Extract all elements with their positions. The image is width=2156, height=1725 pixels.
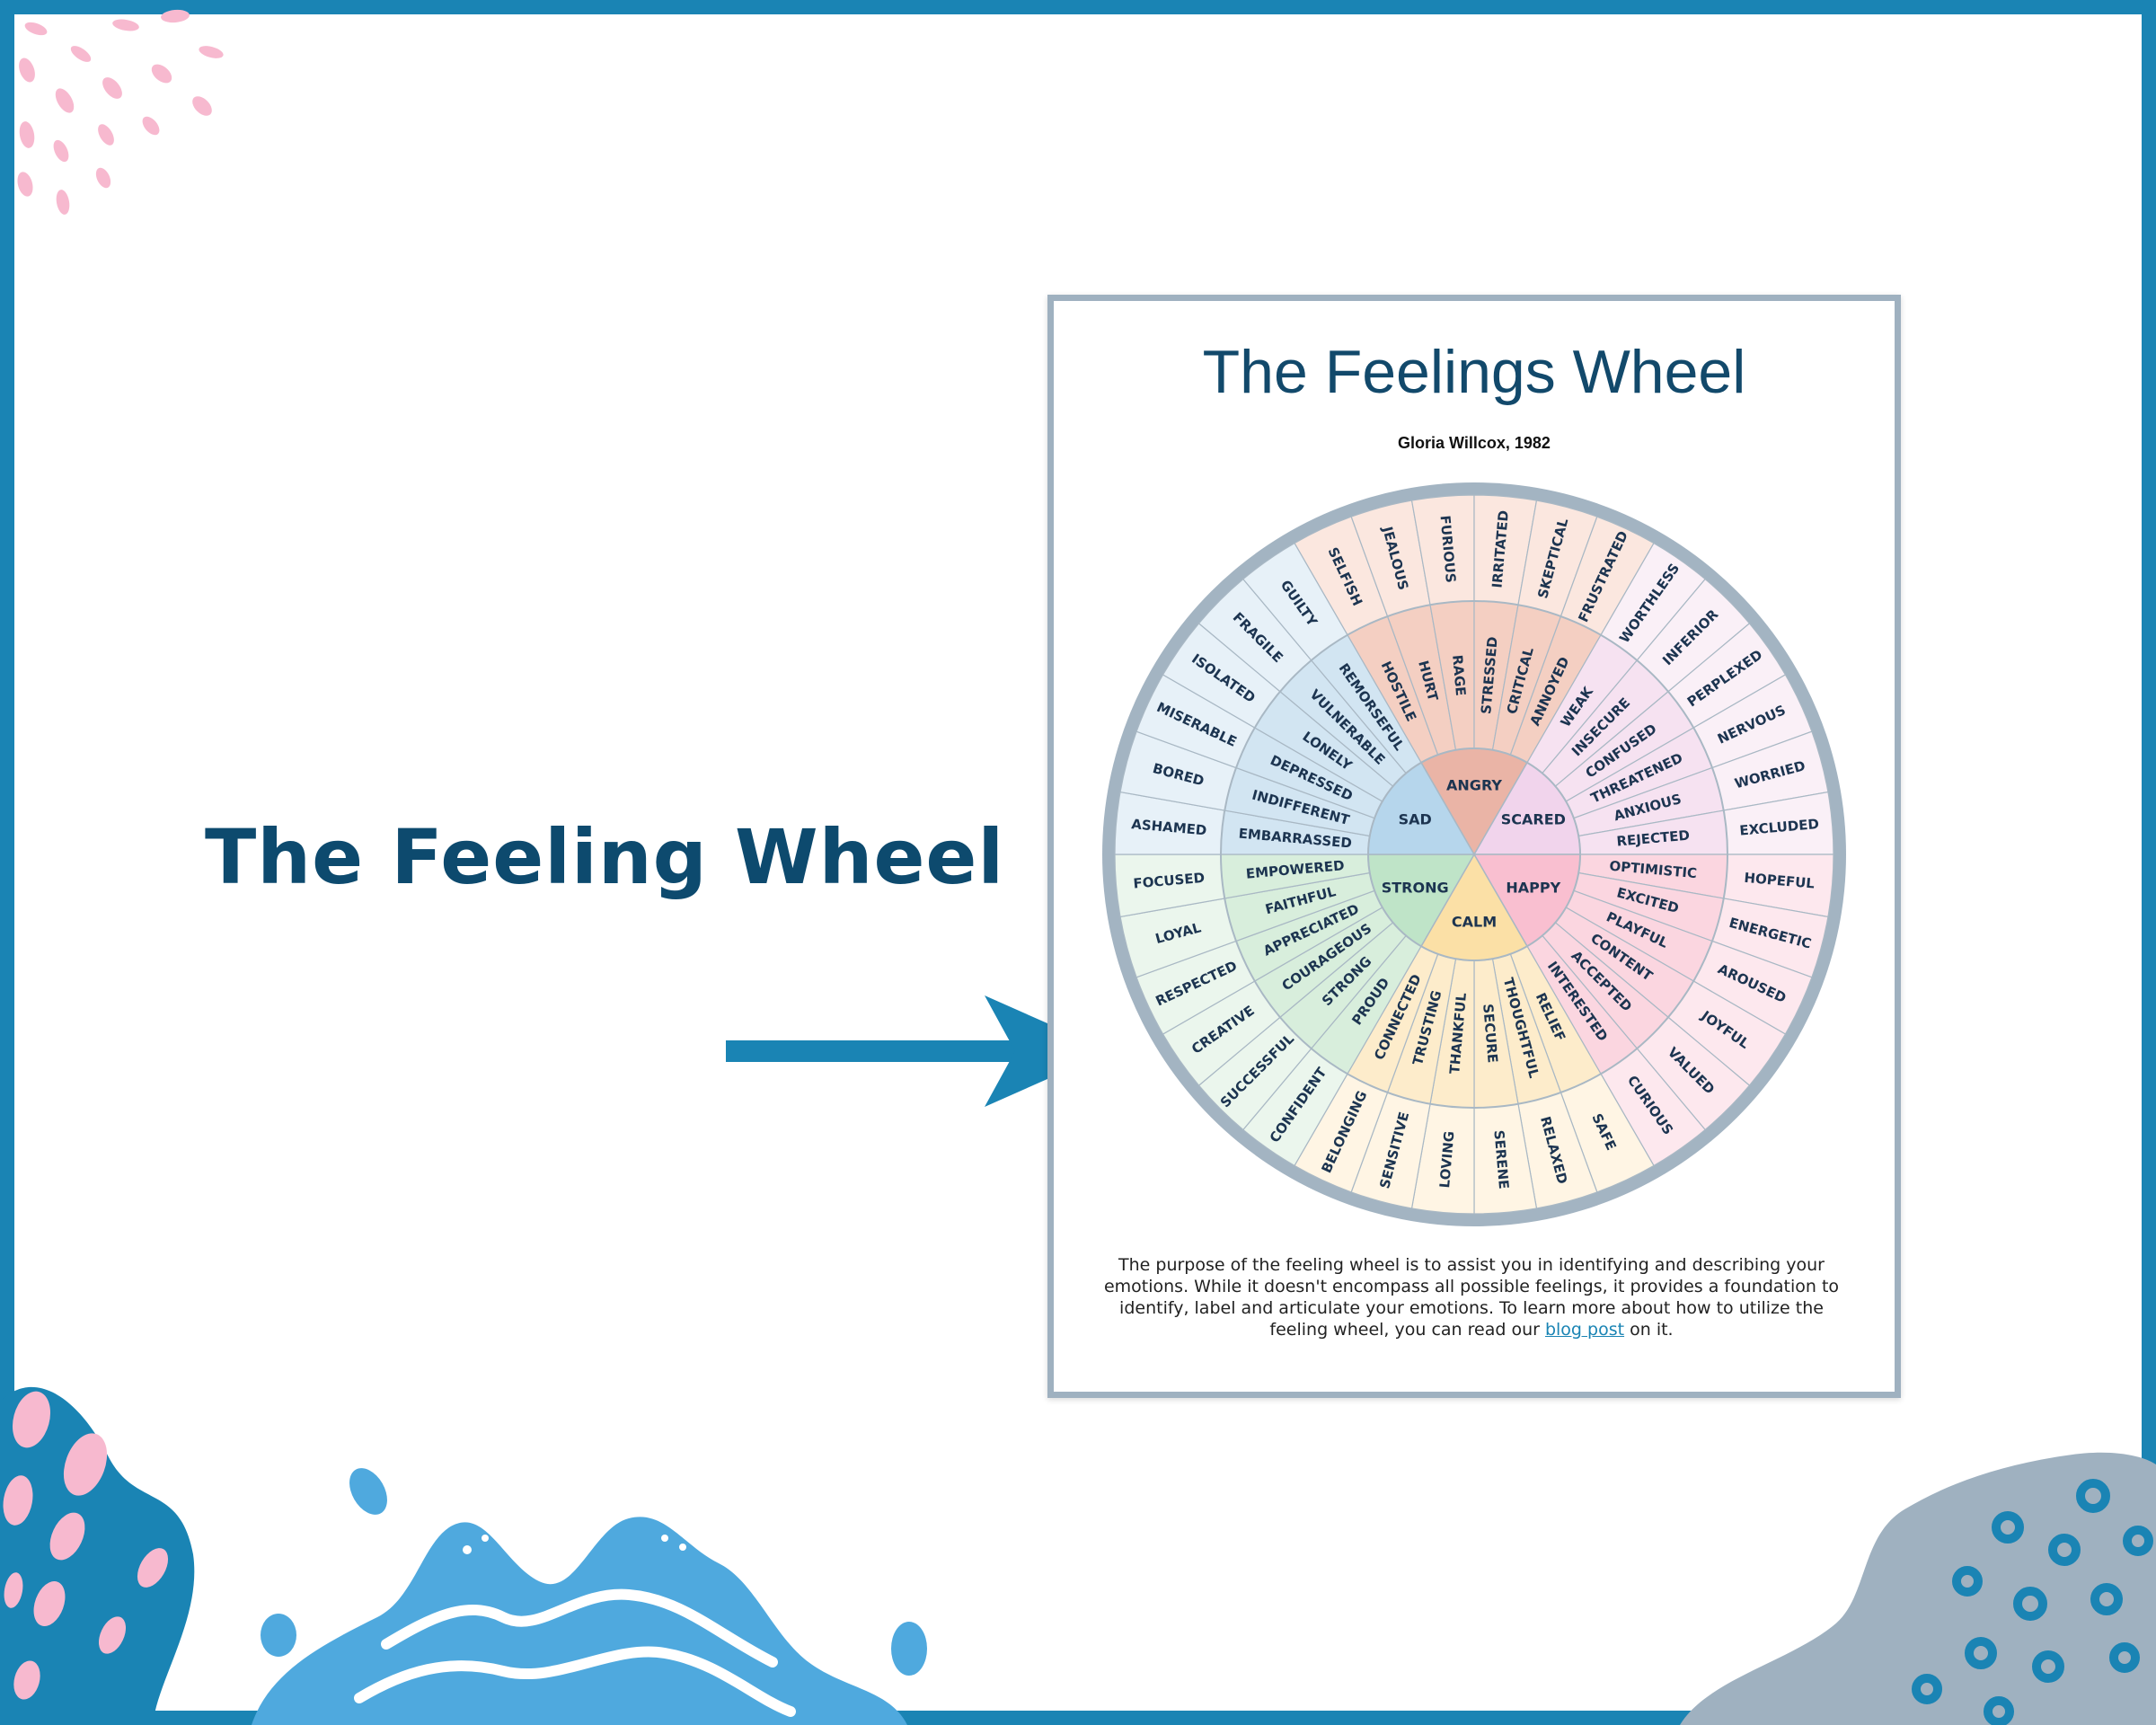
- card-subtitle: Gloria Willcox, 1982: [1398, 434, 1551, 452]
- feelings-wheel-card: The Feelings Wheel Gloria Willcox, 1982 …: [1047, 295, 1901, 1398]
- core-label: HAPPY: [1506, 880, 1560, 897]
- core-border: [1367, 748, 1581, 961]
- feelings-wheel: HOSTILESELFISHHURTJEALOUSRAGEFURIOUSSTRE…: [1102, 482, 1846, 1226]
- description-text: The purpose of the feeling wheel is to a…: [1103, 1255, 1840, 1340]
- middle-border: [1220, 600, 1728, 1109]
- outer-label: SERENE: [1490, 1129, 1512, 1190]
- card-title: The Feelings Wheel: [1202, 338, 1746, 406]
- headline: The Feeling Wheel: [205, 813, 1005, 901]
- core-label: SAD: [1399, 811, 1432, 828]
- blob-bottom-left: [0, 1386, 195, 1725]
- blob-bottom-right: [1680, 1452, 2156, 1725]
- middle-label: SECURE: [1480, 1004, 1501, 1064]
- blog-post-link[interactable]: blog post: [1544, 1320, 1625, 1340]
- core-label: STRONG: [1382, 880, 1449, 897]
- middle-label: RAGE: [1449, 654, 1469, 696]
- outer-label: LOVING: [1436, 1130, 1457, 1189]
- core-label: CALM: [1452, 914, 1497, 931]
- wave-blob-bottom-center: [252, 1468, 927, 1725]
- description-suffix: on it.: [1624, 1320, 1674, 1340]
- pink-dash-pattern-top-left: [17, 9, 224, 215]
- core-label: SCARED: [1501, 811, 1566, 828]
- core-label: ANGRY: [1446, 777, 1502, 794]
- card-description: The purpose of the feeling wheel is to a…: [1099, 1254, 1844, 1340]
